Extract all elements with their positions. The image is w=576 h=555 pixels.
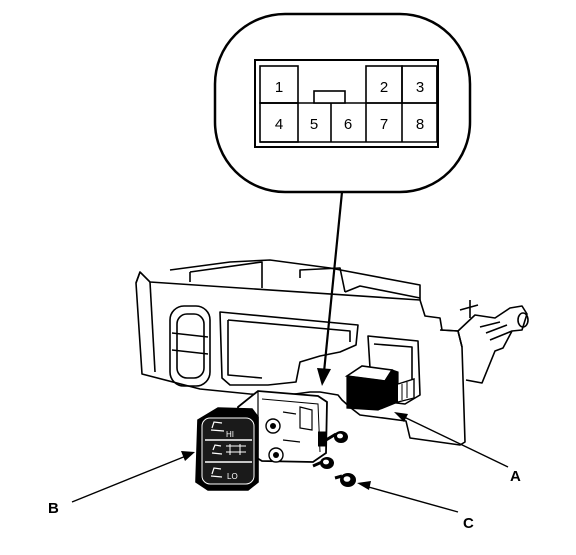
switch-assembly: HI LO [195,390,328,491]
dashboard-panel [135,259,529,446]
connector-cells [259,65,438,143]
pin-8-label: 8 [416,116,424,133]
pin-5-label: 5 [310,116,318,133]
pin-7-label: 7 [380,116,388,133]
pin-2-label: 2 [380,79,388,96]
pin-6-label: 6 [344,116,352,133]
seat-icon [211,444,223,455]
connector-pointer-arrow [317,191,344,386]
heat-icon [226,444,246,455]
callout-c-label: C [463,515,474,532]
screws [312,431,356,487]
screw-1 [325,431,348,443]
callout-b-label: B [48,500,59,517]
callout-b: B [48,451,195,517]
pin-1-label: 1 [275,79,283,96]
pin-3-label: 3 [416,79,424,96]
screw-3 [334,473,356,487]
component-a [344,365,415,411]
connector-lock-tab [313,90,346,104]
screw-2 [312,457,334,469]
seat-icon [210,467,223,478]
callout-c: C [357,481,474,532]
hi-label: HI [226,430,234,439]
callout-a: A [394,412,521,485]
pin-4-label: 4 [275,116,283,133]
lo-label: LO [227,472,238,481]
callout-a-label: A [510,468,521,485]
connector-detail: 1 2 3 4 5 6 7 8 [213,12,472,194]
seat-icon [210,421,225,432]
